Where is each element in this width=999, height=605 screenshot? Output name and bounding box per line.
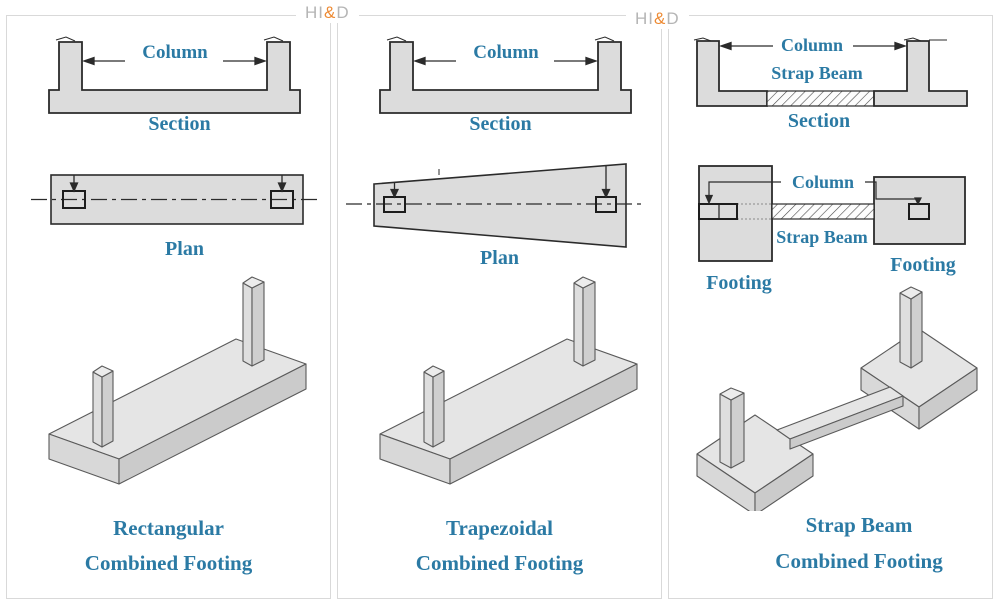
column-break-tick-right [903, 37, 922, 42]
footing-plan-outline [373, 163, 627, 248]
watermark-text: HI [635, 9, 654, 28]
plan-label: Plan [165, 238, 204, 260]
panel-title-line1: Rectangular [113, 516, 224, 540]
iso-column-back-left-face [573, 282, 584, 367]
section-label: Section [469, 113, 532, 135]
iso-column-front-right-face [101, 370, 114, 448]
isometric-drawing-strap-beam [696, 286, 978, 511]
plan-strap-beam-label: Strap Beam [776, 227, 868, 247]
footing-left-label: Footing [706, 272, 772, 294]
section-label: Section [148, 113, 211, 135]
iso-slab-front-face [449, 363, 638, 485]
watermark-hid: HI&D [626, 9, 689, 29]
iso-right-pad-right-face [918, 367, 978, 430]
iso-column-back-top [573, 276, 596, 289]
section-drawing-rectangular [48, 36, 301, 114]
column-break-tick-right [594, 36, 615, 42]
panel-strap-beam: Column Strap Beam Section Column Strap B… [668, 15, 993, 599]
column-label: Column [473, 42, 539, 63]
watermark-ampersand: & [654, 9, 667, 28]
column-break-tick-left [693, 37, 712, 42]
iso-right-column-left-face [899, 292, 912, 369]
watermark-ampersand: & [324, 3, 337, 22]
footing-with-columns-outline [48, 41, 301, 114]
strap-beam-plan-hatched [771, 203, 875, 220]
section-drawing-strap-beam [693, 37, 968, 107]
iso-column-back-right-face [251, 281, 265, 367]
iso-left-column-left-face [719, 393, 732, 469]
column-label: Column [142, 42, 208, 63]
plan-drawing-strap-beam [698, 165, 966, 262]
column-plan-left [698, 203, 738, 220]
iso-column-back-right-face [582, 281, 596, 367]
column-load-arrows [389, 166, 611, 199]
strap-beam-hidden-edges [737, 203, 772, 220]
iso-column-front-left-face [423, 371, 434, 448]
iso-column-front-right-face [432, 370, 445, 448]
plan-drawing-rectangular [31, 174, 321, 225]
iso-left-column-right-face [730, 392, 745, 469]
iso-right-column-top [899, 286, 923, 300]
iso-column-back-top [242, 276, 265, 289]
iso-left-pad-left-face [696, 453, 756, 511]
watermark-hid: HI&D [296, 3, 359, 23]
column-dimension-arrows [413, 56, 598, 66]
panel-title-line2: Combined Footing [415, 551, 584, 575]
watermark-text: HI [305, 3, 324, 22]
iso-slab-front-face [118, 363, 307, 485]
section-drawing-trapezoidal [379, 36, 632, 114]
iso-column-front-left-face [92, 371, 103, 448]
plan-label: Plan [480, 247, 519, 269]
column-dimension-arrows [82, 56, 267, 66]
plan-column-label: Column [791, 172, 854, 192]
column-label: Column [780, 35, 843, 55]
column-break-tick-right [263, 36, 284, 42]
footing-with-columns-outline [379, 41, 632, 114]
section-label: Section [787, 110, 851, 132]
strap-beam-label: Strap Beam [771, 63, 863, 83]
iso-left-column-top [719, 387, 745, 401]
iso-right-column-right-face [910, 291, 923, 369]
column-load-arrows [69, 175, 287, 193]
iso-column-front-top [423, 365, 445, 378]
panel-trapezoidal: Column Section Plan [337, 15, 662, 599]
panel-title-line1: Trapezoidal [446, 516, 553, 540]
isometric-drawing-trapezoidal [379, 276, 638, 485]
panel-title-line1: Strap Beam [805, 513, 913, 537]
right-footing-with-column-outline [873, 40, 968, 107]
column-break-tick-left [386, 36, 407, 42]
strap-beam-hatched [766, 90, 875, 107]
footing-right-label: Footing [890, 254, 956, 276]
column-leader-lines [704, 181, 922, 206]
panel-rectangular: Column Section Plan [6, 15, 331, 599]
iso-left-pad-right-face [754, 453, 814, 511]
column-break-tick-left [55, 36, 76, 42]
iso-column-back-left-face [242, 282, 253, 367]
iso-strap-beam-front-face [789, 395, 904, 450]
column-dimension-arrows [719, 41, 907, 51]
isometric-drawing-rectangular [48, 276, 307, 485]
iso-column-front-top [92, 365, 114, 378]
watermark-text: D [336, 3, 350, 22]
panel-title-line2: Combined Footing [84, 551, 253, 575]
panel-title-line2: Combined Footing [775, 549, 943, 573]
plan-drawing-trapezoidal [346, 163, 643, 248]
column-plan-right [908, 203, 930, 220]
watermark-text: D [666, 9, 680, 28]
